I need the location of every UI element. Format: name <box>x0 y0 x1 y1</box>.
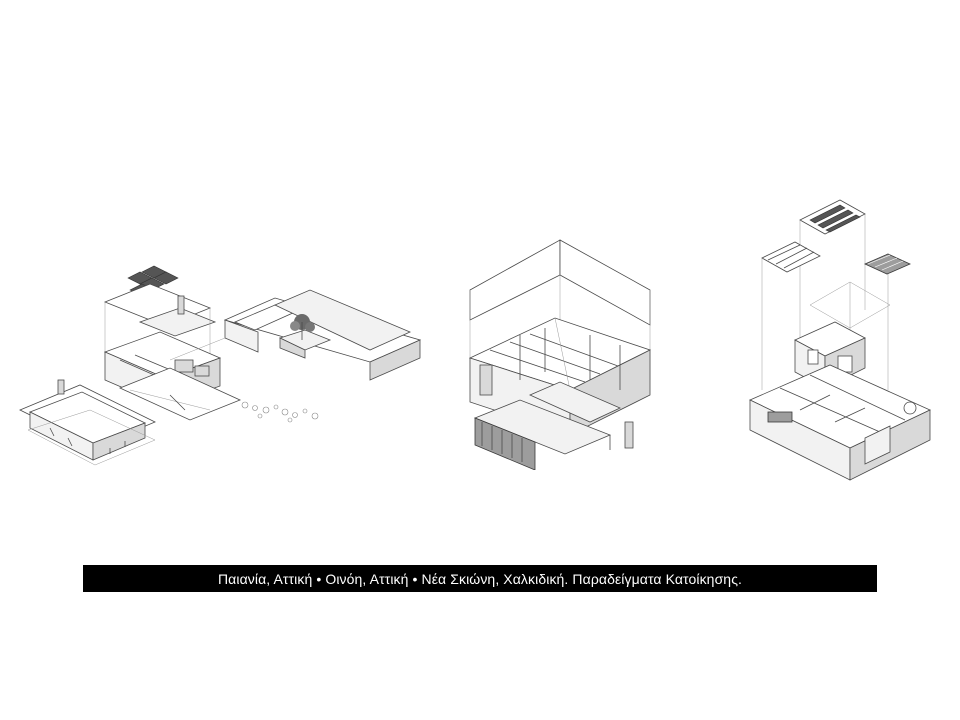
caption-text: Παιανία, Αττική • Οινόη, Αττική • Νέα Σκ… <box>217 570 743 587</box>
upper-volume <box>794 321 866 389</box>
annex-building <box>169 289 422 381</box>
terrace-canopy <box>864 253 911 390</box>
ground-floor <box>749 364 931 481</box>
axonometric-drawing-paiania <box>19 265 422 466</box>
axonometric-drawing-skioni <box>749 199 931 481</box>
vegetation <box>241 401 319 423</box>
pergola-roof <box>761 241 821 390</box>
ground-floor-plan <box>103 331 242 421</box>
ghost-roof-outline <box>809 281 891 330</box>
old-house <box>19 379 156 466</box>
gable-roof <box>469 239 651 380</box>
caption-bar: Παιανία, Αττική • Οινόη, Αττική • Νέα Σκ… <box>83 565 877 592</box>
roof-slab <box>103 283 217 370</box>
axonometric-drawing-oinoi <box>468 239 652 470</box>
roof-skylight <box>799 199 866 340</box>
plinth <box>473 399 634 470</box>
